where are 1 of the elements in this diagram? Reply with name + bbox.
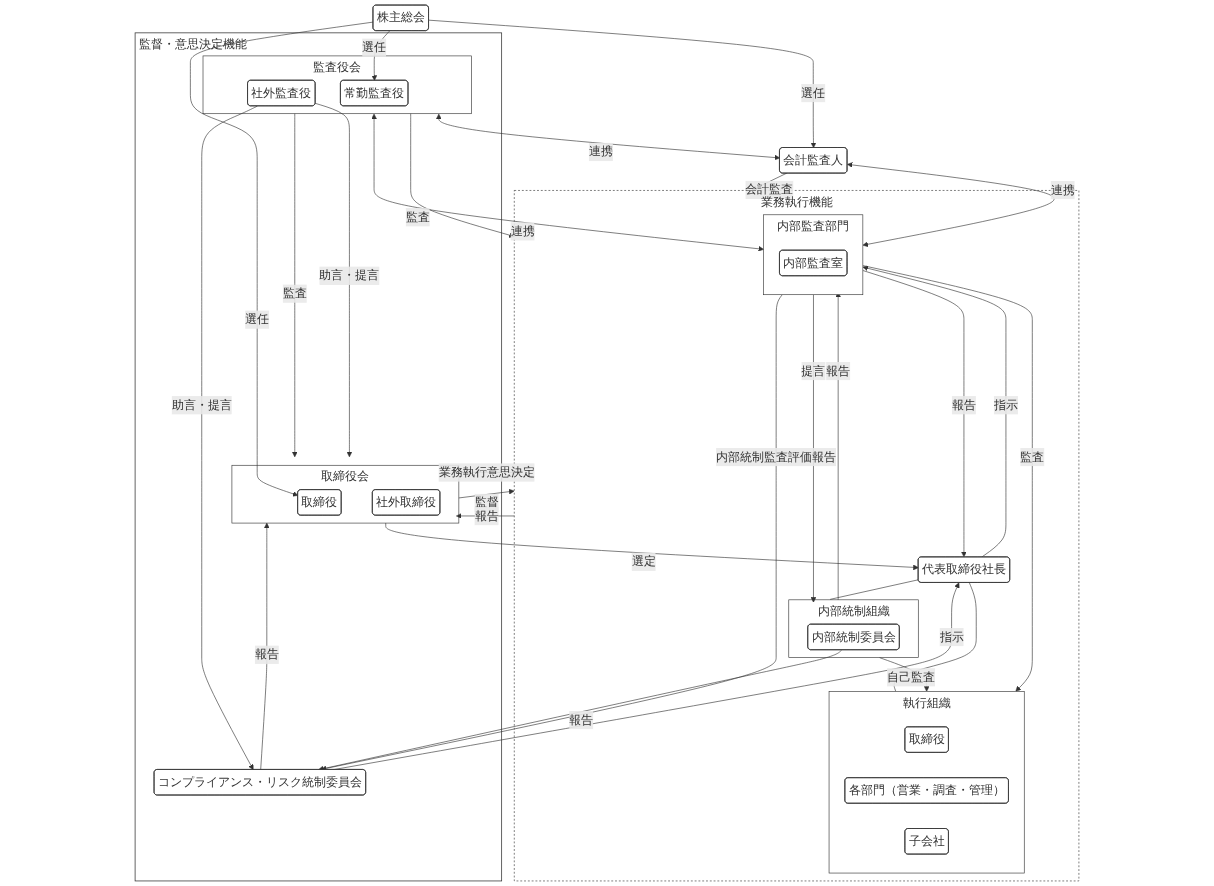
connector [829,579,919,600]
